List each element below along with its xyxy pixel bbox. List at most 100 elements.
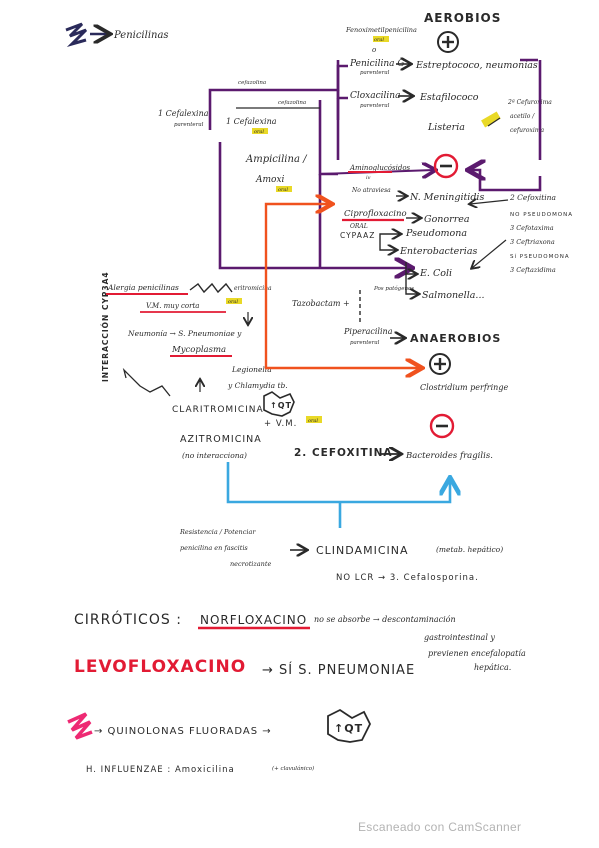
cefoxitina-big: 2. CEFOXITINA	[294, 447, 393, 459]
penicilina-g-label: Penicilina G	[349, 59, 405, 69]
aminoglucosidos-via: iv	[366, 175, 371, 181]
bacteroides-label: Bacteroides fragilis.	[405, 451, 493, 461]
oral-small: oral	[228, 299, 238, 305]
alergia-label: Alergia penicilinas	[107, 283, 179, 292]
cefa-3c: 3 Ceftazidima	[510, 266, 556, 274]
h-influenzae-small: (+ clavulánico)	[272, 765, 314, 772]
svg-text:↑QT: ↑QT	[334, 722, 363, 735]
si-pneumo-label: → SÍ S. PNEUMONIAE	[262, 662, 415, 678]
aminoglucosidos-label: Aminoglucósidos	[349, 164, 411, 172]
qt-badge-icon: ↑QT	[327, 708, 372, 743]
cefa-3a: 3 Cefotaxima	[510, 224, 554, 232]
oral-highlight	[252, 128, 268, 134]
orange-connectors	[264, 204, 420, 368]
vm-oral: oral	[308, 418, 318, 424]
fenoximetil-label: Fenoximetilpenicilina	[345, 26, 417, 34]
cirroticos-label: CIRRÓTICOS :	[74, 610, 182, 628]
tazobactam-label: Tazobactam +	[292, 299, 350, 308]
cefalexina-2: 1 Cefalexina	[226, 117, 277, 126]
vm-muy-corta: V.M. muy corta	[146, 302, 199, 310]
cefa-2-a: 2ª Cefuroxima	[507, 99, 552, 106]
meningitidis-label: N. Meningitidis	[409, 192, 484, 203]
cefoxitina-2: 2 Cefoxitina	[509, 193, 556, 202]
listeria-label: Listeria	[427, 122, 465, 133]
highlighter-mark-icon	[65, 22, 88, 48]
estafilococo-label: Estafilococo	[419, 92, 479, 103]
oral-highlight	[306, 416, 322, 423]
cefazolina-b: cefazolina	[278, 100, 306, 106]
aerobios-heading: AEROBIOS	[424, 11, 501, 25]
penicilina-g-via: parenteral	[360, 70, 390, 76]
gonorrea-label: Gonorrea	[424, 214, 470, 225]
h-influenzae-label: H. INFLUENZAE : Amoxicilina	[86, 765, 235, 775]
levofloxacino-label: LEVOFLOXACINO	[74, 657, 246, 677]
camscanner-watermark: Escaneado con CamScanner	[358, 820, 522, 834]
pos-patogenos: Pos patógenos	[373, 285, 414, 292]
quinolonas-label: → QUINOLONAS FLUORADAS →	[94, 726, 272, 737]
svg-text:↑QT: ↑QT	[270, 401, 292, 410]
piperacilina-via: parenteral	[350, 340, 380, 346]
small-circle: o	[372, 46, 376, 54]
interaccion-label: INTERACCIÓN CYP3A4	[101, 271, 110, 382]
cefa-3b: 3 Ceftriaxona	[510, 238, 555, 246]
cefa-2-b: acetilo /	[510, 113, 535, 120]
azitromicina-label: AZITROMICINA	[180, 434, 262, 445]
arrow-line	[487, 117, 501, 127]
oral-highlight	[481, 111, 501, 128]
qt-badge-icon: ↑QT	[263, 391, 295, 417]
ampicilina-label: Ampicilina /	[245, 154, 308, 165]
purple-connectors	[208, 58, 542, 268]
squiggle-arrow	[122, 367, 171, 397]
cefalexina-1-via: parenteral	[174, 122, 204, 128]
neumonia-label: Neumonía → S. Pneumoniae y	[127, 329, 242, 338]
no-se-absorbe: no se absorbe → descontaminación	[314, 615, 456, 624]
minus-circle-icon	[429, 413, 455, 439]
ecoli-label: E. Coli	[419, 268, 452, 279]
no-interaccion: (no interacciona)	[182, 451, 247, 460]
amoxi-via: oral	[278, 187, 288, 193]
cefa-2-c: cefuroxima	[510, 127, 544, 134]
gastro-label: gastrointestinal y	[424, 633, 495, 642]
cloxacilina-via: parenteral	[360, 103, 390, 109]
cypaaz-label: CYPAAZ	[340, 231, 375, 240]
hepatica-label: hepática.	[474, 663, 511, 672]
cefalexina-2-via: oral	[254, 129, 264, 135]
arrow-icon	[472, 239, 507, 268]
anaerobios-heading: ANAEROBIOS	[410, 332, 501, 345]
oral-highlight	[226, 298, 242, 304]
previenen-label: previenen encefalopatía	[428, 649, 526, 658]
mycoplasma-label: Mycoplasma	[171, 345, 226, 355]
no-atraviesa: No atraviesa	[351, 187, 391, 194]
ciprofloxacino-label: Ciprofloxacino	[344, 209, 407, 219]
arrow-icon	[470, 200, 509, 204]
resistencia-3: necrotizante	[230, 560, 271, 568]
chlamydia-label: y Chlamydia tb.	[227, 381, 288, 390]
enterobacterias-label: Enterobacterias	[399, 246, 478, 257]
cefalexina-1: 1 Cefalexina	[158, 109, 209, 118]
arrow-icon	[405, 274, 418, 294]
metab-label: (metab. hepático)	[436, 545, 503, 554]
arrow-icon	[379, 238, 396, 250]
estreptococo-label: Estreptococo, neumonías	[415, 60, 538, 71]
minus-circle-icon	[433, 153, 459, 179]
cloxacilina-label: Cloxacilina	[350, 91, 400, 101]
salmonella-label: Salmonella...	[422, 290, 484, 301]
legionella-label: Legionella	[231, 365, 272, 374]
plus-circle-icon	[437, 31, 459, 53]
clindamicina-label: CLINDAMICINA	[316, 544, 409, 557]
clostridium-label: Clostridium perfringe	[420, 383, 508, 392]
claritromicina-label: CLARITROMICINA	[172, 405, 264, 415]
fenoximetil-via: oral	[374, 37, 384, 43]
plus-circle-icon	[429, 353, 451, 375]
oral-highlight	[276, 186, 292, 192]
ciproflox-via: ORAL	[350, 223, 368, 230]
resistencia-1: Resistencia / Potenciar	[179, 528, 256, 536]
penicilinas-label: Penicilinas	[113, 30, 169, 41]
vm-plus: + V.M.	[264, 419, 297, 429]
no-pseudomona: NO PSEUDOMONA	[510, 212, 573, 218]
resistencia-2: penicilina en fascitis	[180, 544, 248, 552]
eritromicina-label: eritromicina	[234, 285, 272, 292]
amoxi-label: Amoxi	[255, 175, 285, 185]
cefazolina-a: cefazolina	[238, 80, 266, 86]
